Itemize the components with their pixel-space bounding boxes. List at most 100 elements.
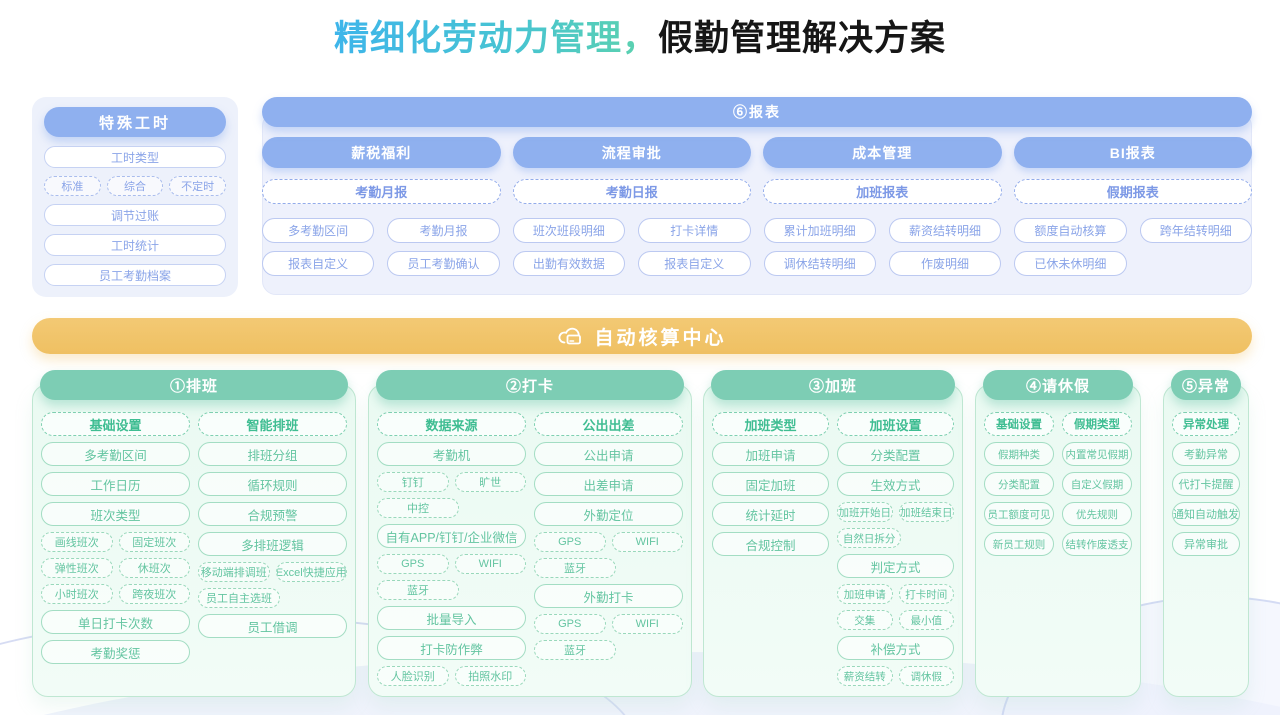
feature-pill: 调节过账 [44, 204, 226, 226]
feature-pill: 单日打卡次数 [41, 610, 190, 634]
feature-pill: 工时统计 [44, 234, 226, 256]
report-category-pill: 薪税福利 [262, 137, 501, 168]
auto-calculation-label: 自动核算中心 [594, 327, 727, 349]
section-body: 基础设置假期种类分类配置员工额度可见新员工规则假期类型内置常见假期自定义假期优先… [984, 412, 1132, 687]
report-column: BI报表假期报表 [1013, 137, 1252, 204]
report-detail-pill: 薪资结转明细 [888, 218, 1002, 243]
feature-pill: 员工考勤档案 [44, 264, 226, 286]
feature-pill: 加班申请 [712, 442, 829, 466]
group-header-pill: 智能排班 [198, 412, 347, 436]
report-type-pill: 假期报表 [1013, 179, 1252, 204]
group-header-pill: 异常处理 [1172, 412, 1240, 436]
section-header: ②打卡 [376, 370, 684, 400]
report-detail-pill: 已休未休明细 [1014, 251, 1127, 276]
report-detail-pill: 报表自定义 [262, 251, 375, 276]
feature-pill: 判定方式 [837, 554, 954, 578]
report-type-pill: 考勤月报 [262, 179, 501, 204]
feature-pill-row: 蓝牙 [377, 580, 526, 600]
feature-pill: GPS [534, 532, 606, 552]
feature-pill: 分类配置 [984, 472, 1054, 496]
feature-pill: 分类配置 [837, 442, 954, 466]
report-detail-pill: 累计加班明细 [763, 218, 876, 243]
feature-pill-row: 员工自主选班 [198, 588, 347, 608]
feature-pill: 假期种类 [984, 442, 1054, 466]
feature-pill: 薪资结转 [837, 666, 893, 686]
feature-pill: 标准 [44, 176, 101, 196]
feature-pill: 钉钉 [377, 472, 449, 492]
feature-pill: Excel快捷应用 [275, 562, 347, 582]
feature-pill: 多排班逻辑 [198, 532, 347, 556]
feature-pill: 异常审批 [1172, 532, 1240, 556]
feature-pill: 加班结束日 [898, 502, 954, 522]
feature-pill-row: 小时班次跨夜班次 [41, 584, 190, 604]
section-column: 异常处理考勤异常代打卡提醒通知自动触发异常审批 [1172, 412, 1240, 687]
report-detail-pill: 员工考勤确认 [387, 251, 500, 276]
report-detail-pill: 班次班段明细 [512, 218, 626, 243]
feature-pill: 加班申请 [837, 584, 893, 604]
page-title-rest: 假勤管理解决方案 [658, 19, 947, 58]
section-column: 加班类型加班申请固定加班统计延时合规控制 [712, 412, 829, 687]
report-detail-pill: 多考勤区间 [262, 218, 375, 243]
feature-pill: 合规预警 [198, 502, 347, 526]
feature-pill: WIFI [611, 614, 683, 634]
section-column: 基础设置假期种类分类配置员工额度可见新员工规则 [984, 412, 1054, 687]
feature-pill: 打卡防作弊 [377, 636, 526, 660]
feature-pill: 外勤打卡 [534, 584, 683, 608]
feature-pill: GPS [377, 554, 449, 574]
section-header: ③加班 [711, 370, 955, 400]
group-header-pill: 加班类型 [712, 412, 829, 436]
feature-pill: 自有APP/钉钉/企业微信 [377, 524, 526, 548]
feature-pill: 弹性班次 [41, 558, 113, 578]
report-column: 薪税福利考勤月报 [262, 137, 501, 204]
feature-pill: 休班次 [118, 558, 190, 578]
feature-pill: 打卡时间 [898, 584, 954, 604]
section-scheduling: ①排班基础设置多考勤区间工作日历班次类型画线班次固定班次弹性班次休班次小时班次跨… [32, 370, 356, 697]
feature-pill: 排班分组 [198, 442, 347, 466]
feature-pill: 蓝牙 [534, 640, 616, 660]
report-detail-pill: 出勤有效数据 [512, 251, 626, 276]
report-category-pill: BI报表 [1013, 137, 1252, 168]
feature-pill-row: 画线班次固定班次 [41, 532, 190, 552]
report-category-pill: 流程审批 [512, 137, 751, 168]
report-detail-pill: 调休结转明细 [763, 251, 876, 276]
feature-pill: 考勤异常 [1172, 442, 1240, 466]
feature-pill: 固定班次 [118, 532, 190, 552]
feature-pill: 加班开始日 [837, 502, 893, 522]
feature-pill-row: 蓝牙 [534, 558, 683, 578]
group-header-pill: 假期类型 [1062, 412, 1132, 436]
feature-pill: 拍照水印 [454, 666, 526, 686]
group-header-pill: 加班设置 [837, 412, 954, 436]
feature-pill-row: 加班申请打卡时间 [837, 584, 954, 604]
feature-pill: 结转作废透支 [1062, 532, 1132, 556]
group-header-pill: 数据来源 [377, 412, 526, 436]
feature-pill: 多考勤区间 [41, 442, 190, 466]
feature-pill: 调休假 [898, 666, 954, 686]
feature-pill-row: 钉钉旷世 [377, 472, 526, 492]
feature-pill: 人脸识别 [377, 666, 449, 686]
section-header: ①排班 [40, 370, 348, 400]
report-type-pill: 考勤日报 [512, 179, 751, 204]
feature-pill: 工作日历 [41, 472, 190, 496]
section-header: ④请休假 [983, 370, 1133, 400]
auto-calculation-bar: 自动核算中心 [32, 318, 1252, 354]
feature-pill: 交集 [837, 610, 893, 630]
report-type-pill: 加班报表 [763, 179, 1002, 204]
feature-pill: 考勤机 [377, 442, 526, 466]
feature-pill-row: 标准综合不定时 [44, 176, 227, 196]
section-body: 加班类型加班申请固定加班统计延时合规控制加班设置分类配置生效方式加班开始日加班结… [712, 412, 954, 687]
report-detail-pill: 跨年结转明细 [1139, 218, 1252, 243]
feature-pill: 内置常见假期 [1062, 442, 1132, 466]
report-detail-pill: 打卡详情 [638, 218, 751, 243]
page-title-highlight: 精细化劳动力管理， [333, 19, 658, 58]
section-column: 加班设置分类配置生效方式加班开始日加班结束日自然日拆分判定方式加班申请打卡时间交… [837, 412, 954, 687]
feature-pill: 合规控制 [712, 532, 829, 556]
section-column: 假期类型内置常见假期自定义假期优先规则结转作废透支 [1062, 412, 1132, 687]
